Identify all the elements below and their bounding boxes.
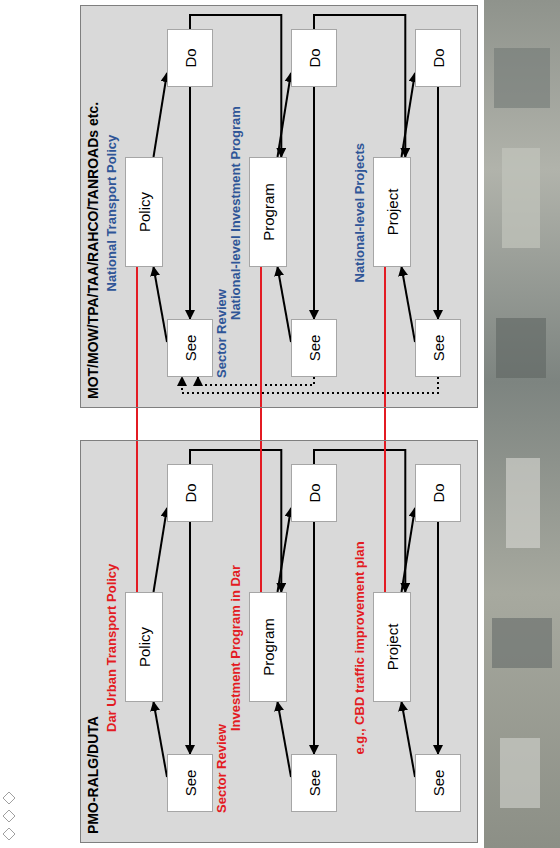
review-label: Sector Review [214,724,229,813]
flow-arrow [154,702,168,777]
flow-arrow [278,73,292,157]
stage-box: Program [249,157,287,267]
feedback-arrow [198,377,314,385]
panel-fill [80,440,478,843]
cycle-step-box: See [167,754,213,812]
box-label: Do [430,48,447,67]
row-title: National-level Investment Program [228,106,243,320]
stage-box: Project [373,592,411,702]
box-label: See [182,770,199,797]
link-line [260,267,262,592]
row-title: Dar Urban Transport Policy [104,564,119,732]
flow-arrow [437,87,439,319]
flow-arrow [154,508,168,592]
flow-arrow [189,522,191,754]
agency-panel: PMO-RALG/DUTA Policy DoSee Program DoSee Proj… [80,440,478,843]
cycle-step-box: Do [415,29,461,87]
flow-arrow [313,522,315,754]
box-label: Project [384,624,401,671]
stage-box: Program [249,592,287,702]
box-label: Program [260,183,277,241]
photo-building [494,48,550,108]
stage-box: Policy [125,592,163,702]
flow-arrow [402,73,416,157]
box-label: Project [384,189,401,236]
photo-building [496,318,546,378]
box-label: Do [182,48,199,67]
bullet-diamond [3,828,15,840]
flow-arrow [278,508,292,592]
row-title: e.g., CBD traffic improvement plan [352,541,367,754]
box-label: Program [260,618,277,676]
row-title: National-level Projects [352,143,367,282]
cycle-step-box: See [167,319,213,377]
flow-arrow [402,508,416,592]
cycle-step-box: Do [167,464,213,522]
flow-arrow [402,267,416,342]
flow-arrow [437,522,439,754]
cycle-step-box: Do [291,464,337,522]
cycle-step-box: See [415,754,461,812]
bullet-diamond [3,792,15,804]
box-label: Policy [136,192,153,232]
box-label: Do [430,483,447,502]
box-label: See [182,335,199,362]
street-photo-strip [484,0,560,848]
cycle-step-box: See [291,319,337,377]
flow-arrow [154,267,168,342]
photo-building [492,618,552,668]
box-label: See [306,770,323,797]
photo-vehicle [506,458,540,548]
box-label: See [430,335,447,362]
flow-arrow [313,87,315,319]
panel-heading: PMO-RALG/DUTA [85,716,101,834]
cycle-step-box: Do [415,464,461,522]
flow-arrow [278,702,292,777]
box-label: See [430,770,447,797]
review-label: Sector Review [214,289,229,378]
cycle-step-box: See [291,754,337,812]
box-label: Policy [136,627,153,667]
box-label: See [306,335,323,362]
row-title: Investment Program in Dar [228,565,243,731]
link-line [136,267,138,592]
cycle-step-box: Do [167,29,213,87]
flow-arrow [402,702,416,777]
photo-vehicle [502,148,540,248]
feedback-arrow [182,377,438,393]
box-label: Do [306,483,323,502]
panel-fill [80,5,478,408]
panel-heading: MOT/MOW/TPA/TAA/RAHCO/TANROADs etc. [85,102,101,399]
agency-panel: MOT/MOW/TPA/TAA/RAHCO/TANROADs etc. Polic… [80,5,478,408]
cycle-step-box: Do [291,29,337,87]
stage-box: Policy [125,157,163,267]
flow-arrow [189,87,191,319]
stage-box: Project [373,157,411,267]
cycle-step-box: See [415,319,461,377]
photo-vehicle [500,738,540,808]
link-line [384,267,386,592]
box-label: Do [306,48,323,67]
row-title: National Transport Policy [104,135,119,292]
box-label: Do [182,483,199,502]
flow-arrow [154,73,168,157]
flow-arrow [278,267,292,342]
bullet-diamond [3,810,15,822]
